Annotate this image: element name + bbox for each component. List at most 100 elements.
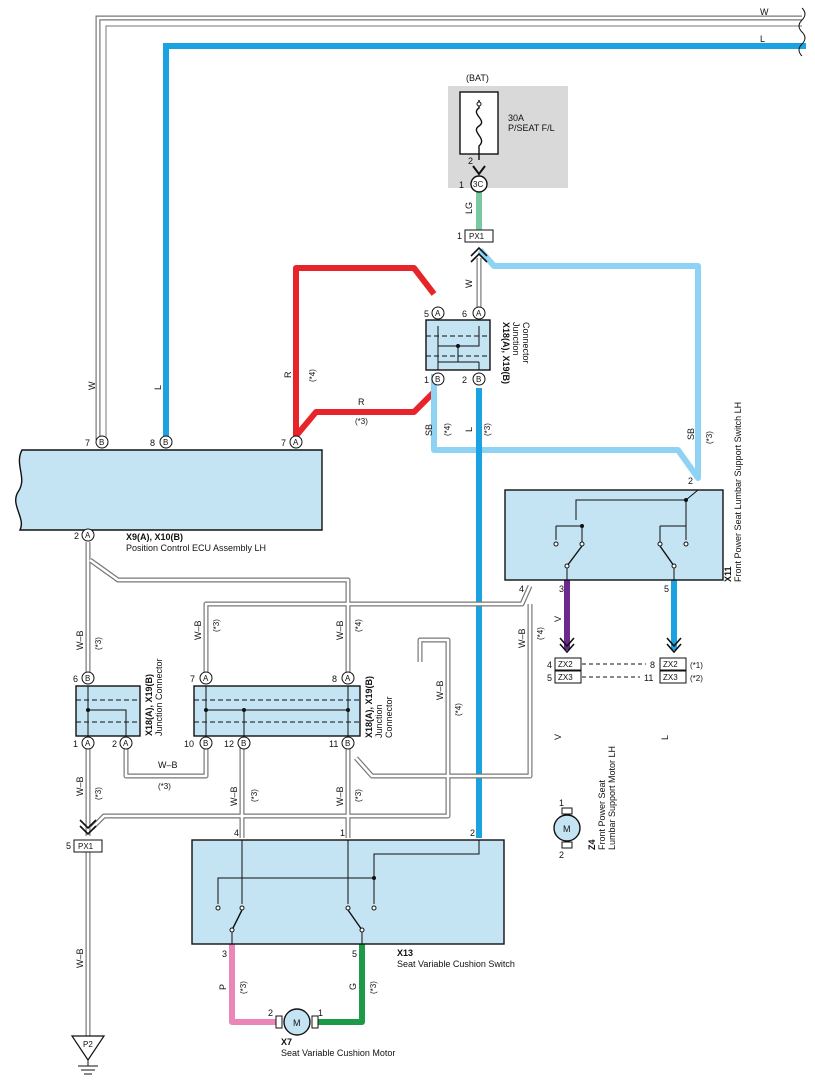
wb2-label: W–B [193, 620, 203, 640]
fuse-pin2: 2 [468, 156, 473, 166]
r-vert-note: (*4) [308, 369, 317, 382]
lumbar-motor-pin2: 2 [559, 850, 564, 860]
r-vert-label: R [283, 371, 293, 378]
lumbar-switch-pin3: 3 [559, 584, 564, 594]
ecu-name: Position Control ECU Assembly LH [126, 543, 266, 553]
cushion-motor-name: Seat Variable Cushion Motor [281, 1048, 395, 1058]
lumbar-motor-symbol: M [563, 824, 571, 834]
l-mid-note: (*3) [483, 423, 492, 436]
wb6-label: W–B [158, 760, 178, 770]
ecu-pin7b: 7 [85, 438, 90, 448]
jc-mid-pin8: 8 [332, 674, 337, 684]
ground-name: P2 [83, 1040, 93, 1049]
zx-pin11: 11 [644, 673, 653, 683]
cushion-switch-name: Seat Variable Cushion Switch [397, 959, 515, 969]
jc-left-line1: Junction Connector [154, 658, 164, 736]
sb-right-label: SB [686, 428, 696, 440]
g-wire [318, 944, 365, 1025]
wb3-label: W–B [335, 620, 345, 640]
l-right-label: L [660, 735, 670, 740]
jc-mid-code: X18(A), X19(B) [364, 676, 374, 738]
jc-top-pin2-letter: B [476, 375, 481, 384]
chevron-up-icon [470, 246, 488, 263]
wb-wires [85, 542, 533, 1036]
px1-bottom-connector: 5 PX1 [66, 819, 103, 853]
cushion-switch-pin3: 3 [222, 949, 227, 959]
p-note: (*3) [239, 981, 248, 994]
p-label: P [218, 984, 228, 990]
jc-left-pin6: 6 [73, 674, 78, 684]
wb7-note: (*3) [94, 787, 103, 800]
cushion-motor-symbol: M [293, 1018, 301, 1028]
jc-top-pin1-letter: B [435, 375, 440, 384]
lumbar-switch-code: X11 [723, 566, 733, 582]
seat-variable-cushion-motor: 2 M 1 X7 Seat Variable Cushion Motor [268, 1008, 395, 1058]
fuse-rating: 30A [508, 113, 524, 123]
r-wires [293, 265, 437, 440]
fuse-connector-label: 3C [473, 180, 483, 189]
junction-connector-top: 5 A 6 A 1 B 2 B X18(A), X19(B) Junction … [424, 306, 531, 386]
jc-mid-pin11-letter: B [345, 739, 350, 748]
wb5-note: (*4) [454, 703, 463, 716]
jc-mid-pin7: 7 [190, 674, 195, 684]
lumbar-switch-pin2: 2 [688, 476, 693, 486]
jc-mid-pin10-letter: B [203, 739, 208, 748]
wb6-note: (*3) [158, 782, 171, 791]
zx-note1: (*1) [690, 661, 703, 670]
lumbar-switch-pin5: 5 [664, 584, 669, 594]
wb9-note: (*3) [354, 789, 363, 802]
ecu-code: X9(A), X10(B) [126, 532, 183, 542]
v1-label: V [553, 616, 563, 622]
jc-mid-line2: Connector [384, 696, 394, 738]
zx-pin8: 8 [650, 660, 655, 670]
cushion-switch-pin1: 1 [340, 828, 345, 838]
fuse-name: P/SEAT F/L [508, 123, 555, 133]
ecu-pin2: 2 [74, 531, 79, 541]
jc-top-pin5: 5 [424, 309, 429, 319]
l-vert-label: L [153, 385, 163, 390]
zx-pin5: 5 [547, 673, 552, 683]
ecu-pin7b-letter: B [99, 438, 104, 447]
px1-bottom-pin: 5 [66, 841, 71, 851]
l-mid-label: L [464, 427, 474, 432]
fuse-symbol-icon [475, 100, 483, 160]
r-horiz-note: (*3) [355, 417, 368, 426]
cushion-motor-pin2: 2 [268, 1008, 273, 1018]
zx3-left: ZX3 [558, 673, 573, 682]
lg-label: LG [464, 202, 474, 214]
sb-wire [431, 248, 701, 481]
wb10-label: W–B [75, 948, 85, 968]
wb7-label: W–B [75, 776, 85, 796]
wire-break-mark [798, 7, 806, 57]
g-label: G [348, 983, 358, 990]
zx-pin4: 4 [547, 660, 552, 670]
jc-mid-line1: Junction [374, 704, 384, 738]
jc-top-code: X18(A), X19(B) [501, 322, 511, 384]
fuse-block: (BAT) 30A P/SEAT F/L 2 1 3C [448, 73, 568, 193]
ecu-pin8: 8 [150, 438, 155, 448]
jc-left-code: X18(A), X19(B) [144, 674, 154, 736]
sb-right-note: (*3) [705, 431, 714, 444]
cushion-switch-pin2: 2 [470, 828, 475, 838]
junction-connector-middle: 7 A 8 A 10 B 12 B 11 B X18(A), X19(B) Ju… [184, 671, 394, 750]
jc-mid-pin11: 11 [329, 739, 338, 749]
zx-note2: (*2) [690, 674, 703, 683]
zx2-right: ZX2 [663, 660, 678, 669]
wb1-note: (*3) [94, 637, 103, 650]
jc-mid-pin7-letter: A [203, 674, 209, 683]
jc-mid-pin12: 12 [224, 739, 234, 749]
ecu-pin8-letter: B [163, 438, 168, 447]
ecu-pin2-letter: A [85, 531, 91, 540]
p-wire [229, 944, 276, 1025]
wb8-label: W–B [229, 786, 239, 806]
ground-p2: P2 [70, 1035, 106, 1075]
jc-left-pin6-letter: B [85, 674, 90, 683]
px1-top-pin: 1 [457, 231, 462, 241]
jc-mid-pin8-letter: A [345, 674, 351, 683]
top-wire-l-label: L [760, 34, 765, 44]
sb-left-note: (*4) [443, 423, 452, 436]
w-mid-label: W [464, 279, 474, 288]
cushion-switch-code: X13 [397, 948, 413, 958]
chevron-down-icon [666, 637, 682, 654]
px1-top-connector: 1 PX1 [457, 229, 494, 263]
